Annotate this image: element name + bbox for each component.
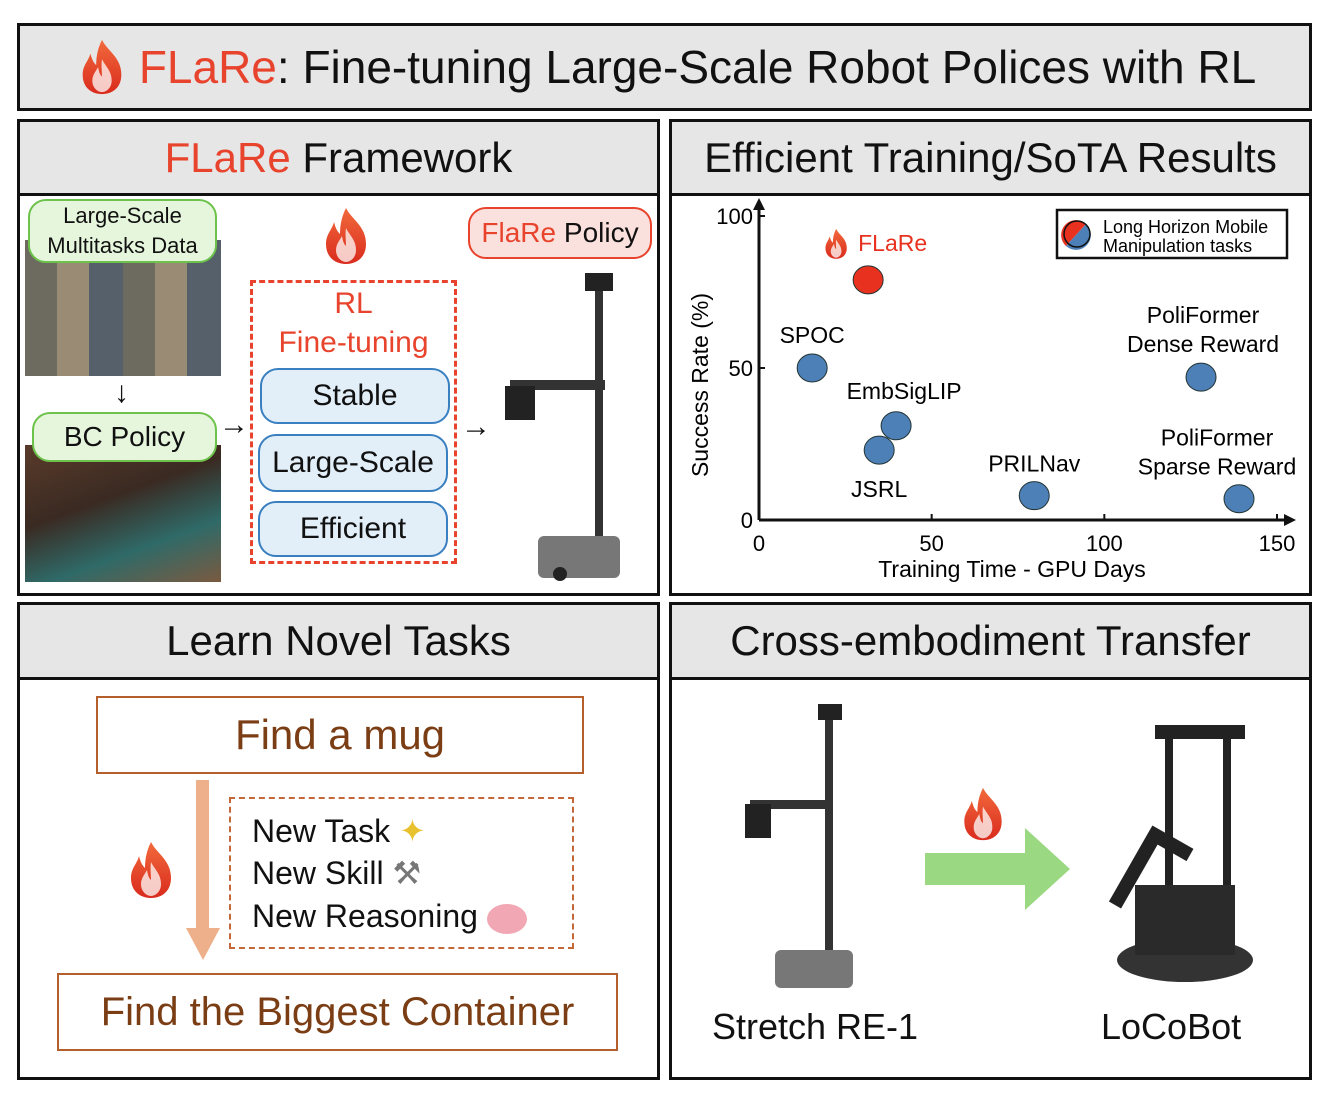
new-skill: New Skill ⚒ [252, 855, 422, 891]
flame-icon [121, 838, 181, 902]
brain-icon [486, 903, 527, 934]
legend-label: Manipulation tasks [1103, 236, 1252, 256]
down-arrow-shaft [196, 780, 209, 930]
framework-header-brand: FLaRe [164, 133, 291, 181]
flame-icon [825, 228, 847, 259]
legend-swatch [1063, 220, 1091, 248]
legend-swatch-blue [1066, 224, 1091, 250]
data-point [852, 265, 884, 295]
data-point [796, 353, 828, 383]
transfer-arrow-icon [925, 828, 1070, 910]
bc-scene-image [25, 445, 221, 582]
x-tick-label: 100 [1086, 531, 1123, 556]
novel-header: Learn Novel Tasks [20, 605, 657, 680]
property-efficient: Efficient [258, 501, 448, 557]
framework-header-text: Framework [290, 133, 513, 181]
x-tick-label: 0 [753, 531, 765, 556]
point-label: PoliFormer [1161, 425, 1274, 451]
stretch-robot-image [745, 704, 853, 988]
point-label: FLaRe [858, 230, 927, 256]
point-label: Sparse Reward [1138, 454, 1297, 480]
novel-tasks-panel: Learn Novel Tasks [17, 602, 660, 1080]
transfer-header: Cross-embodiment Transfer [672, 605, 1309, 680]
locobot-robot-image [1108, 725, 1253, 982]
target-robot-label: LoCoBot [1101, 1006, 1242, 1047]
property-large-scale: Large-Scale [258, 434, 448, 492]
arrow-right-icon: → [219, 408, 249, 441]
sparkle-icon: ✦ [399, 813, 426, 849]
point-label: JSRL [851, 476, 907, 502]
y-axis-arrow [753, 198, 765, 210]
rl-finetuning-box [250, 280, 457, 564]
y-tick-label: 50 [729, 356, 753, 381]
y-axis-label: Success Rate (%) [687, 293, 713, 477]
legend-label: Long Horizon Mobile [1103, 217, 1268, 237]
data-label: Large-Scale Multitasks Data [28, 199, 217, 263]
x-axis-arrow [1284, 514, 1296, 526]
x-tick-label: 50 [919, 531, 943, 556]
data-point [863, 435, 895, 465]
task-from-box: Find a mug [96, 696, 584, 774]
arrow-right-icon: → [461, 410, 491, 443]
new-reasoning: New Reasoning [252, 898, 527, 935]
arrow-down-icon: ↓ [114, 376, 129, 409]
legend-swatch-red [1061, 220, 1086, 246]
title-text: : Fine-tuning Large-Scale Robot Polices … [276, 41, 1257, 93]
transfer-panel: Cross-embodiment Transfer [669, 602, 1312, 1080]
tools-icon: ⚒ [392, 855, 422, 891]
results-panel: Efficient Training/SoTA Results [669, 119, 1312, 596]
property-stable: Stable [260, 368, 450, 424]
point-label: Dense Reward [1127, 331, 1279, 357]
title-banner: FLaRe: Fine-tuning Large-Scale Robot Pol… [17, 23, 1312, 111]
framework-header: FLaRe Framework [20, 122, 657, 196]
bc-policy-label: BC Policy [32, 412, 217, 462]
legend-box [1055, 208, 1289, 260]
x-axis-label: Training Time - GPU Days [878, 556, 1146, 582]
data-point [1185, 362, 1217, 392]
framework-panel: FLaRe Framework [17, 119, 660, 596]
y-tick-label: 100 [716, 204, 753, 229]
rl-subtitle: Fine-tuning [278, 326, 429, 359]
task-to-box: Find the Biggest Container [57, 973, 618, 1051]
x-tick-label: 150 [1259, 531, 1296, 556]
title-brand: FLaRe [138, 41, 277, 93]
new-items-box [229, 797, 574, 949]
data-point [1018, 481, 1050, 511]
down-arrow-head [186, 928, 220, 960]
rl-title: RL [334, 287, 373, 320]
results-header: Efficient Training/SoTA Results [672, 122, 1309, 196]
data-point [880, 411, 912, 441]
point-label: EmbSigLIP [847, 378, 962, 404]
flare-policy-label: FlaRe Policy [468, 207, 652, 259]
y-tick-label: 0 [741, 508, 753, 533]
point-label: PRILNav [988, 451, 1081, 477]
new-task: New Task ✦ [252, 813, 426, 849]
data-point [1223, 484, 1255, 514]
source-robot-label: Stretch RE-1 [712, 1006, 919, 1047]
stretch-robot-image [505, 273, 620, 581]
point-label: PoliFormer [1147, 302, 1260, 328]
point-label: SPOC [780, 322, 845, 348]
